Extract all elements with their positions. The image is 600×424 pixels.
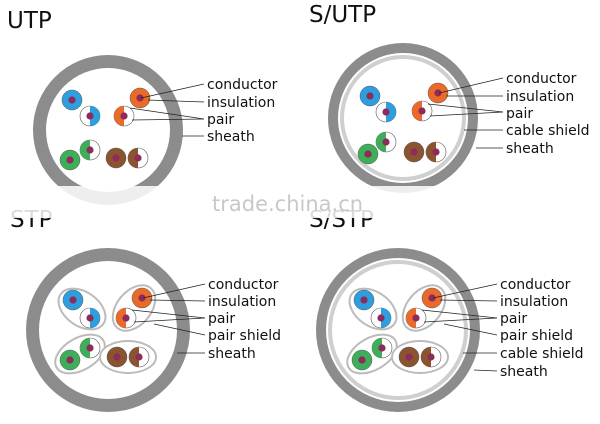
stp-blue-pair: [57, 287, 107, 331]
stp-green-pair: [54, 333, 106, 375]
sstp-label-pair: pair: [500, 311, 527, 327]
sutp-label-insulation: insulation: [506, 89, 574, 105]
sutp-panel: S/UTP: [309, 2, 590, 193]
sstp-cable-shield: [328, 260, 468, 400]
sutp-sheath-inner: [338, 53, 468, 183]
stp-interior: [39, 261, 177, 399]
sutp-blue-pair: [359, 85, 397, 123]
utp-leader-lines: [129, 83, 205, 137]
sstp-label-insulation: insulation: [500, 294, 568, 310]
sstp-brown-pair: [391, 340, 449, 374]
utp-interior: [46, 68, 170, 192]
stp-orange-pair: [111, 284, 157, 332]
sstp-label-cable-shield: cable shield: [500, 346, 584, 362]
sutp-leader-lines: [427, 77, 504, 149]
sstp-sheath-inner: [326, 258, 470, 402]
stp-panel: STP: [10, 207, 281, 412]
utp-brown-pair: [105, 147, 149, 169]
sutp-label-conductor: conductor: [506, 71, 577, 87]
utp-label-sheath: sheath: [207, 129, 255, 145]
utp-title: UTP: [7, 8, 52, 34]
sutp-cable-shield: [340, 55, 466, 181]
stp-label-insulation: insulation: [208, 294, 276, 310]
sutp-green-pair: [357, 131, 397, 165]
stp-leader-lines: [131, 283, 206, 354]
utp-blue-pair: [61, 89, 101, 127]
stp-label-pair-shield: pair shield: [208, 328, 281, 344]
sstp-blue-pair: [348, 287, 398, 331]
watermark-text: trade.china.cn: [212, 192, 363, 216]
stp-brown-pair: [99, 340, 157, 374]
utp-panel: UTP: [7, 8, 278, 205]
watermark-band: trade.china.cn: [0, 186, 600, 218]
sutp-label-sheath: sheath: [506, 141, 554, 157]
sstp-green-pair: [346, 333, 398, 375]
stp-label-sheath: sheath: [208, 346, 256, 362]
sutp-brown-pair: [403, 141, 447, 163]
stp-label-pair: pair: [208, 311, 235, 327]
sstp-label-sheath: sheath: [500, 364, 548, 380]
sutp-label-pair: pair: [506, 106, 533, 122]
sutp-title: S/UTP: [309, 2, 376, 28]
utp-label-insulation: insulation: [207, 95, 275, 111]
sutp-label-cable-shield: cable shield: [506, 123, 590, 139]
sstp-label-conductor: conductor: [500, 277, 571, 293]
sstp-label-pair-shield: pair shield: [500, 328, 573, 344]
sstp-panel: S/STP: [309, 207, 584, 412]
sstp-orange-pair: [401, 284, 447, 332]
utp-label-pair: pair: [207, 112, 234, 128]
utp-orange-pair: [113, 87, 151, 127]
utp-label-conductor: conductor: [207, 77, 278, 93]
stp-label-conductor: conductor: [208, 277, 279, 293]
sutp-orange-pair: [411, 82, 449, 122]
utp-green-pair: [59, 139, 101, 171]
sstp-leader-lines: [421, 283, 498, 372]
